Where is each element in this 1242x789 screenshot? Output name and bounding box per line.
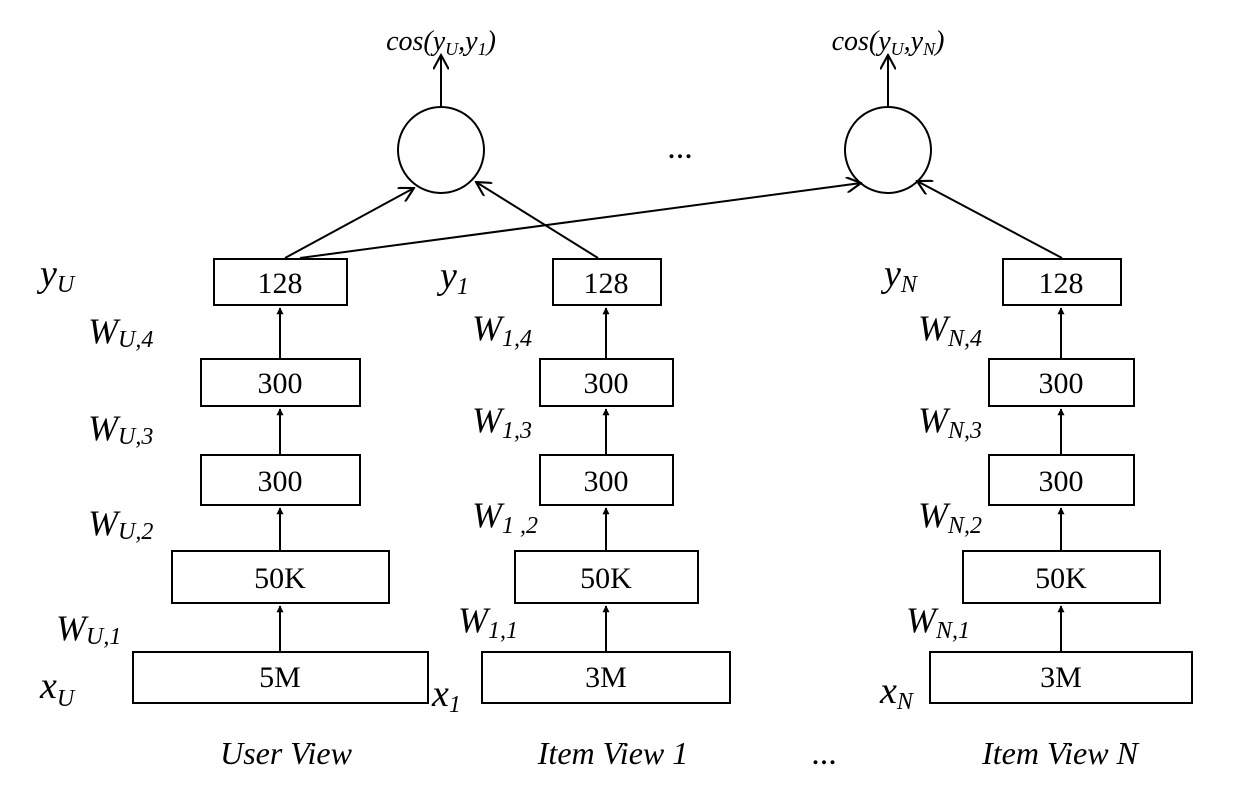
item1-weight-2-label: W1 ,2	[472, 495, 538, 539]
user-view-label: User View	[220, 735, 352, 771]
item-view-1-column: 3M 50K 300 300 128 W1,1 W1 ,2 W1,3 W1,4 …	[431, 255, 731, 771]
item1-layer-2-label: 50K	[580, 562, 632, 595]
user-layer-1-box	[132, 651, 429, 704]
itemN-layer-1-label: 3M	[1040, 661, 1082, 694]
user-input-label: xU	[39, 665, 76, 712]
item1-layer-1-label: 3M	[585, 661, 627, 694]
edge-item1-to-cos1	[476, 182, 599, 259]
itemN-weight-4-label: WN,4	[918, 308, 982, 352]
user-weight-3-label: WU,3	[88, 408, 153, 450]
itemN-layer-2-box	[962, 550, 1161, 604]
user-output-label: yU	[36, 253, 76, 298]
user-layer-5-label: 128	[258, 267, 303, 300]
similarity-node-1: cos(yU,y1)	[386, 26, 496, 194]
similarity-node-n: cos(yU,yN)	[832, 26, 945, 194]
itemN-weight-1-label: WN,1	[906, 600, 970, 644]
item1-layer-3-box	[539, 454, 674, 506]
item1-layer-5-box	[552, 258, 662, 306]
itemN-layer-3-box	[988, 454, 1135, 506]
user-layer-3-label: 300	[258, 465, 303, 498]
itemN-layer-4-label: 300	[1039, 367, 1084, 400]
item1-output-label: y1	[436, 255, 469, 300]
edge-user-to-cosN	[299, 183, 861, 259]
item1-layer-4-box	[539, 358, 674, 407]
user-layer-2-box	[171, 550, 390, 604]
user-layer-3-box	[200, 454, 361, 506]
user-weight-4-label: WU,4	[88, 311, 153, 353]
itemN-weight-3-label: WN,3	[918, 400, 982, 444]
itemN-layer-5-box	[1002, 258, 1122, 306]
item1-input-label: x1	[431, 673, 461, 718]
itemN-input-label: xN	[879, 670, 915, 715]
cosine-node-n-circle	[844, 106, 932, 194]
item1-layer-3-label: 300	[584, 465, 629, 498]
item1-layer-2-box	[514, 550, 699, 604]
itemN-view-label: Item View N	[981, 735, 1139, 771]
itemN-layer-2-label: 50K	[1035, 562, 1087, 595]
user-weight-1-label: WU,1	[56, 608, 121, 650]
user-layer-4-label: 300	[258, 367, 303, 400]
item1-view-label: Item View 1	[537, 735, 688, 771]
itemN-layer-3-label: 300	[1039, 465, 1084, 498]
itemN-layer-5-label: 128	[1039, 267, 1084, 300]
item1-layer-1-box	[481, 651, 731, 704]
user-view-column: 5M 50K 300 300 128 WU,1 WU,2 WU,3 WU,4 x…	[36, 253, 429, 771]
item1-layer-4-label: 300	[584, 367, 629, 400]
itemN-output-label: yN	[880, 253, 919, 298]
ellipsis-bottom: ...	[811, 735, 837, 772]
ellipsis-top: ...	[667, 129, 693, 166]
itemN-layer-1-box	[929, 651, 1193, 704]
user-weight-2-label: WU,2	[88, 503, 153, 545]
cosine-node-n-label: cos(yU,yN)	[832, 26, 945, 59]
itemN-layer-4-box	[988, 358, 1135, 407]
item1-weight-1-label: W1,1	[458, 600, 518, 644]
user-layer-1-label: 5M	[259, 661, 301, 694]
edge-user-to-cos1	[284, 188, 414, 259]
item1-weight-4-label: W1,4	[472, 308, 532, 352]
item-view-n-column: 3M 50K 300 300 128 WN,1 WN,2 WN,3 WN,4 x…	[879, 253, 1193, 771]
cosine-node-1-circle	[397, 106, 485, 194]
item1-weight-3-label: W1,3	[472, 400, 532, 444]
user-layer-2-label: 50K	[254, 562, 306, 595]
edge-itemN-to-cosN	[917, 181, 1063, 259]
cosine-node-1-label: cos(yU,y1)	[386, 26, 496, 59]
user-layer-4-box	[200, 358, 361, 407]
itemN-weight-2-label: WN,2	[918, 495, 982, 539]
user-layer-5-box	[213, 258, 348, 306]
item1-layer-5-label: 128	[584, 267, 629, 300]
